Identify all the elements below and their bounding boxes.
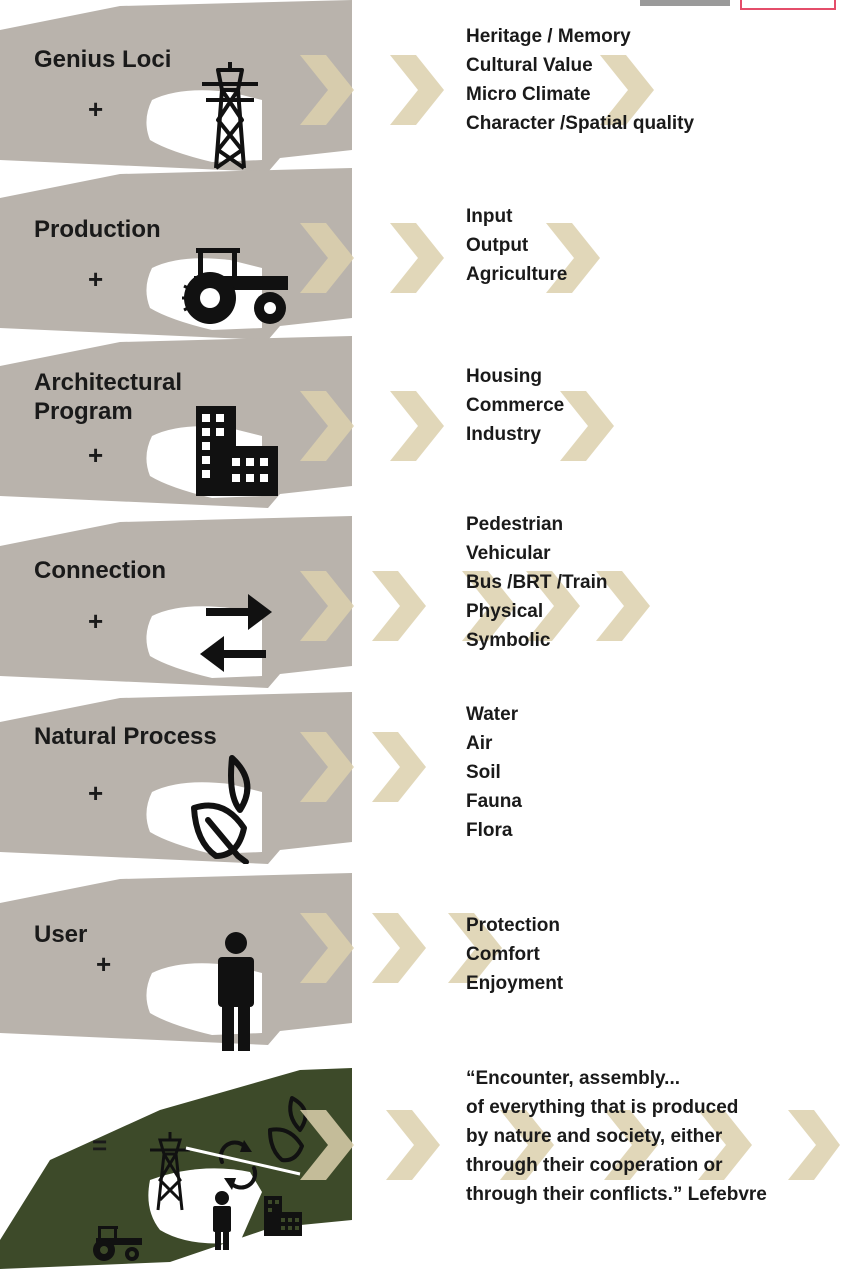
land-shape	[0, 692, 360, 867]
output-item: Air	[466, 733, 493, 754]
row-title: Natural Process	[34, 723, 217, 750]
output-item: Output	[466, 235, 529, 256]
output-item: Physical	[466, 601, 544, 622]
diagram-row-result: = “Encounter, assembly... of everything …	[0, 1050, 841, 1269]
row-title: Genius Loci	[34, 46, 172, 73]
output-item: Commerce	[466, 395, 565, 416]
diagram-row-natural-process: Natural Process + Water Air Soil Fauna F…	[0, 692, 841, 867]
person-icon	[216, 931, 256, 1051]
plus-operator: +	[88, 606, 104, 636]
output-list: Input Output Agriculture	[466, 202, 567, 289]
land-shape	[0, 0, 360, 175]
row-title: User	[34, 921, 88, 948]
output-item: Bus /BRT /Train	[466, 572, 608, 593]
buildings-icon	[196, 406, 278, 496]
land-shape	[0, 516, 360, 691]
diagram-row-production: Production + Input Output Agriculture	[0, 168, 841, 343]
output-item: Soil	[466, 762, 501, 783]
output-list: Water Air Soil Fauna Flora	[466, 700, 522, 845]
output-item: Water	[466, 704, 519, 725]
plus-operator: +	[88, 94, 104, 124]
output-item: Protection	[466, 915, 560, 936]
output-item: Industry	[466, 424, 541, 445]
output-item: Fauna	[466, 791, 522, 812]
output-item: Cultural Value	[466, 55, 593, 76]
output-item: Input	[466, 206, 513, 227]
output-item: Housing	[466, 366, 542, 387]
power-pylon-icon	[198, 60, 262, 170]
top-strip	[0, 0, 841, 10]
lefebvre-quote: “Encounter, assembly... of everything th…	[466, 1068, 767, 1205]
row-title: Production	[34, 216, 161, 243]
plus-operator: +	[88, 440, 104, 470]
output-item: Enjoyment	[466, 973, 564, 994]
output-list: Heritage / Memory Cultural Value Micro C…	[466, 22, 694, 138]
top-pink-tag	[740, 0, 836, 10]
exchange-arrows-icon	[198, 592, 274, 674]
diagram-row-connection: Connection + Pedestrian Vehicular Bus /B…	[0, 514, 841, 691]
plus-operator: +	[88, 264, 104, 294]
output-list: Pedestrian Vehicular Bus /BRT /Train Phy…	[466, 510, 607, 655]
output-item: Pedestrian	[466, 514, 564, 535]
diagram-row-user: User + Protection Comfort Enjoyment	[0, 873, 841, 1051]
land-shape	[0, 873, 360, 1048]
top-gray-mark	[640, 0, 730, 6]
output-item: Symbolic	[466, 630, 551, 651]
output-item: Comfort	[466, 944, 540, 965]
row-title: Architectural Program	[34, 369, 183, 425]
output-list: Protection Comfort Enjoyment	[466, 911, 563, 998]
plus-operator: +	[88, 778, 104, 808]
equals-operator: =	[92, 1130, 108, 1160]
diagram-row-genius-loci: Genius Loci + Heritage / Memory Cultural…	[0, 0, 841, 175]
row-title: Connection	[34, 557, 166, 584]
combined-landscape-icon	[0, 1050, 360, 1269]
tractor-icon	[180, 244, 292, 326]
output-item: Micro Climate	[466, 84, 591, 105]
plus-operator: +	[96, 949, 112, 979]
diagram-row-architectural-program: Architectural Program + Housing Commerce…	[0, 336, 841, 511]
output-item: Vehicular	[466, 543, 551, 564]
output-item: Agriculture	[466, 264, 568, 285]
output-item: Heritage / Memory	[466, 26, 631, 47]
output-item: Flora	[466, 820, 513, 841]
output-item: Character /Spatial quality	[466, 113, 695, 134]
output-list: Housing Commerce Industry	[466, 362, 564, 449]
leaf-icon	[188, 752, 268, 864]
